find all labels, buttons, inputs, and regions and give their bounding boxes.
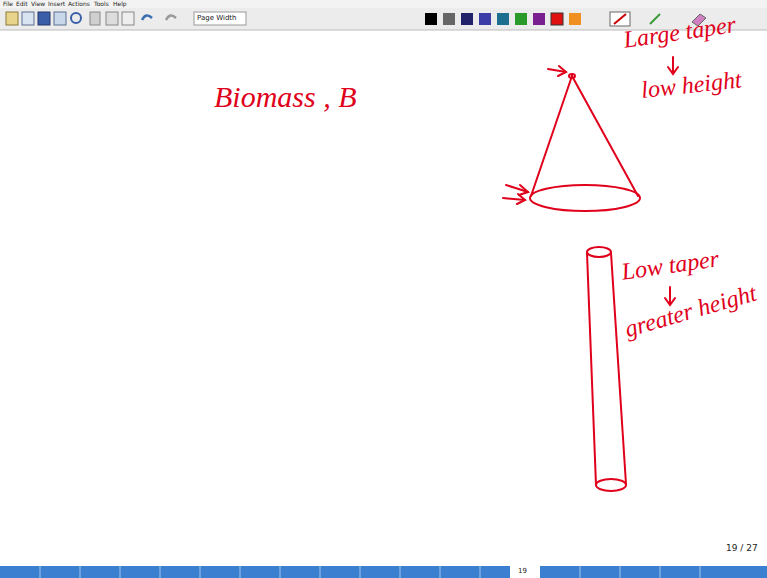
- menu-item: Insert: [48, 1, 65, 7]
- page-number: 19: [518, 568, 527, 575]
- menu-item: Tools: [94, 1, 109, 7]
- pointer-arrows: [503, 66, 566, 204]
- heading-text: Biomass , B: [214, 82, 357, 112]
- page-counter: 19 / 27: [726, 544, 758, 553]
- toolbar-icons: [6, 12, 706, 26]
- annotation-text: low height: [640, 67, 743, 101]
- menu-item: Help: [113, 1, 127, 7]
- page-indicator: [510, 566, 540, 578]
- cone-sketch: [530, 74, 640, 211]
- cylinder-sketch: [587, 247, 626, 491]
- menu-item: Edit: [16, 1, 28, 7]
- zoom-dropdown: Page Width: [197, 15, 237, 22]
- status-bar: [0, 566, 767, 578]
- annotation-text: Low taper: [620, 246, 720, 283]
- menu-item: File: [3, 1, 13, 7]
- annotation-text: greater height: [622, 281, 759, 341]
- menu-item: View: [31, 1, 45, 7]
- status-bar-ticks: [40, 566, 700, 578]
- menu-item: Actions: [68, 1, 90, 7]
- menu-bar: [0, 0, 767, 8]
